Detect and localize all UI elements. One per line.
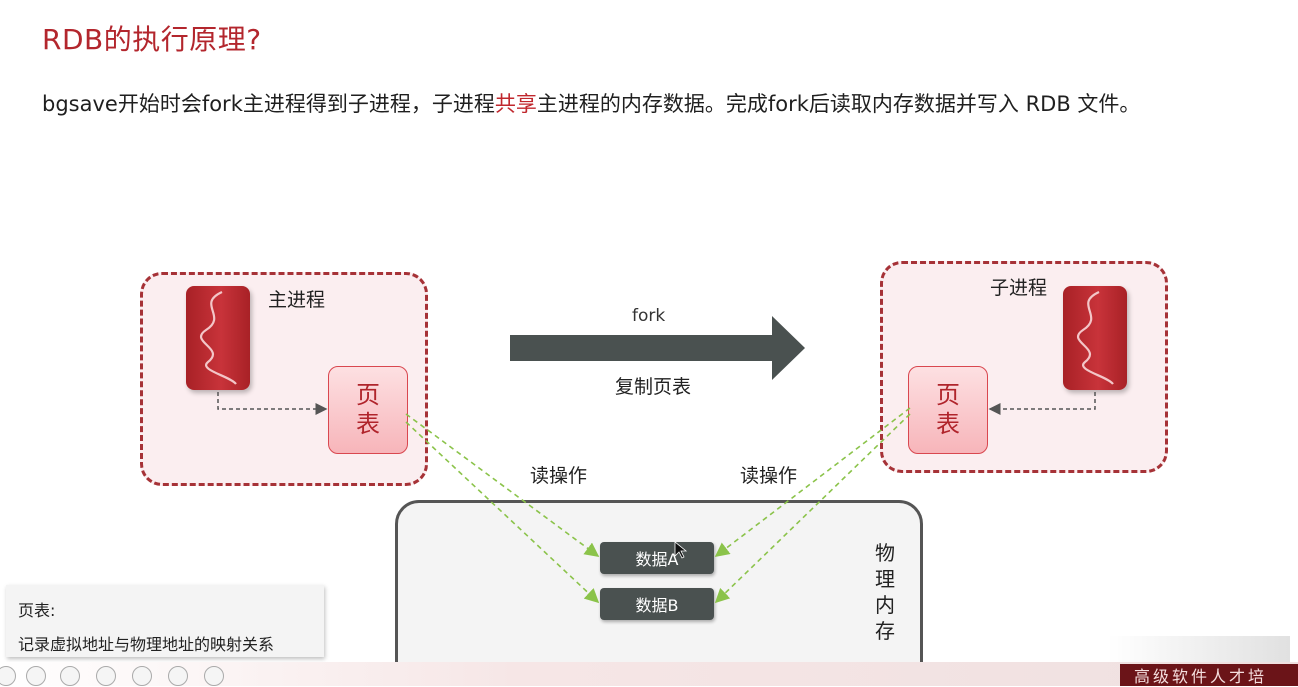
wave-icon: [199, 291, 237, 385]
read-op-label-right: 读操作: [740, 465, 798, 487]
data-b-box: 数据B: [600, 588, 714, 620]
main-page-table: 页 表: [328, 366, 408, 454]
main-page-table-line1: 页: [356, 381, 380, 410]
child-page-table-line1: 页: [936, 381, 960, 410]
page-table-note: 页表: 记录虚拟地址与物理地址的映射关系: [6, 585, 324, 657]
screen-icon[interactable]: [132, 666, 152, 686]
wave-icon: [1076, 291, 1114, 385]
main-page-table-line2: 表: [356, 410, 380, 438]
child-process-label: 子进程: [990, 277, 1048, 299]
child-process-chip-icon: [1063, 286, 1127, 390]
bottom-toolbar: [0, 662, 1298, 686]
search-icon[interactable]: [96, 666, 116, 686]
copy-icon[interactable]: [60, 666, 80, 686]
grid-icon[interactable]: [168, 666, 188, 686]
child-page-table: 页 表: [908, 366, 988, 454]
note-body: 记录虚拟地址与物理地址的映射关系: [18, 635, 275, 654]
description-highlight: 共享: [494, 92, 537, 116]
copy-page-table-label: 复制页表: [615, 376, 692, 398]
read-op-label-left: 读操作: [530, 465, 588, 487]
pen-icon[interactable]: [26, 666, 46, 686]
child-page-table-line2: 表: [936, 410, 960, 438]
brand-strip: 高级软件人才培: [1120, 664, 1298, 686]
data-a-box: 数据A: [600, 542, 714, 574]
description-part2: 主进程的内存数据。完成fork后读取内存数据并写入 RDB 文件。: [536, 92, 1141, 116]
more-icon[interactable]: [204, 666, 224, 686]
fork-label: fork: [632, 306, 666, 326]
note-title: 页表:: [18, 601, 56, 620]
description: bgsave开始时会fork主进程得到子进程，子进程共享主进程的内存数据。完成f…: [42, 88, 1140, 118]
page-title: RDB的执行原理?: [42, 23, 262, 56]
physical-memory-label: 物理内存: [875, 541, 895, 643]
description-part1: bgsave开始时会fork主进程得到子进程，子进程: [42, 92, 495, 116]
watermark: [1108, 636, 1290, 662]
main-process-label: 主进程: [268, 289, 326, 311]
main-process-chip-icon: [186, 286, 250, 390]
